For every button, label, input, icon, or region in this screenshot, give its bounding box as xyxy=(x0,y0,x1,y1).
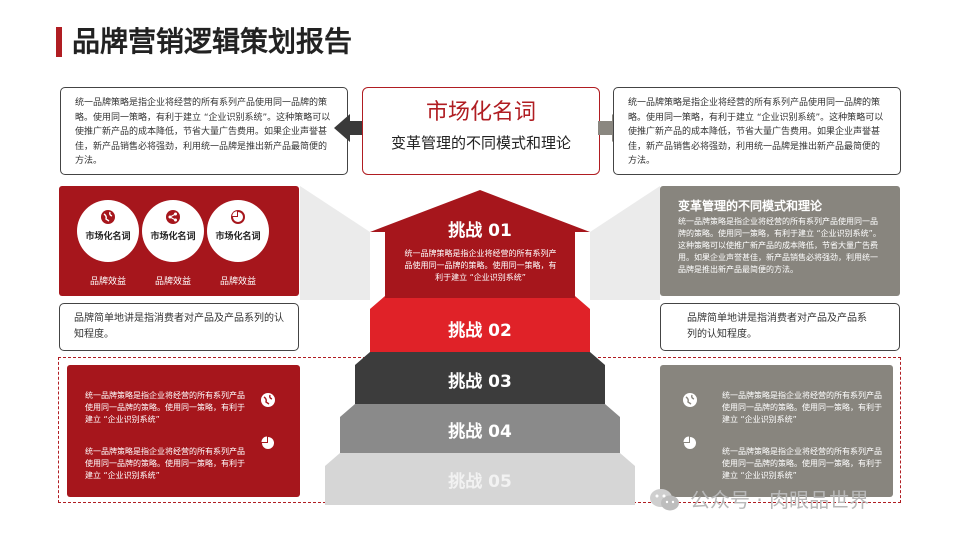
step-04: 挑战 04 xyxy=(340,417,620,442)
circle-item-1: 市场化名词 xyxy=(77,200,139,262)
globe-icon xyxy=(683,393,697,407)
bottom-left-item-2-text: 统一品牌策略是指企业将经营的所有系列产品使用同一品牌的策略。使用同一策略，有利于… xyxy=(85,447,245,480)
step-01-shape xyxy=(370,190,590,298)
watermark-text: 公众号 · 肉眼品世界 xyxy=(690,488,870,512)
wechat-icon xyxy=(650,489,679,511)
globe-icon xyxy=(101,210,115,224)
step-03-shape xyxy=(355,352,605,404)
bottom-right-item-2-text: 统一品牌策略是指企业将经营的所有系列产品使用同一品牌的策略。使用同一策略，有利于… xyxy=(722,447,882,480)
step-01-text: 统一品牌策略是指企业将经营的所有系列产品使用同一品牌的策略。使用同一策略，有利于… xyxy=(404,249,557,282)
mid-right-text: 品牌简单地讲是指消费者对产品及产品系列的认知程度。 xyxy=(687,313,867,340)
circle-item-3: 市场化名词 xyxy=(207,200,269,262)
bottom-left-item-1-text: 统一品牌策略是指企业将经营的所有系列产品使用同一品牌的策略。使用同一策略，有利于… xyxy=(85,391,245,424)
circle-item-3-label: 市场化名词 xyxy=(215,232,261,242)
step-04-label: 挑战 04 xyxy=(448,422,512,442)
circle-item-3-caption: 品牌效益 xyxy=(219,277,256,287)
circle-item-1-caption: 品牌效益 xyxy=(89,277,126,287)
pie-chart-icon xyxy=(231,210,245,224)
circle-item-2-caption: 品牌效益 xyxy=(154,277,191,287)
top-left-textbox: 统一品牌策略是指企业将经营的所有系列产品使用同一品牌的策略。使用同一策略，有利于… xyxy=(60,87,348,175)
top-right-textbox: 统一品牌策略是指企业将经营的所有系列产品使用同一品牌的策略。使用同一策略，有利于… xyxy=(613,87,901,175)
step-04-shape xyxy=(340,404,620,453)
bottom-left-panel: 统一品牌策略是指企业将经营的所有系列产品使用同一品牌的策略。使用同一策略，有利于… xyxy=(67,365,300,497)
top-right-text: 统一品牌策略是指企业将经营的所有系列产品使用同一品牌的策略。使用同一策略，有利于… xyxy=(628,98,884,166)
step-02-shape xyxy=(370,296,590,352)
grey-panel-title: 变革管理的不同模式和理论 xyxy=(678,199,823,213)
step-03-label: 挑战 03 xyxy=(448,372,512,392)
mid-left-textbox: 品牌简单地讲是指消费者对产品及产品系列的认知程度。 xyxy=(59,303,299,351)
grey-info-panel: 变革管理的不同模式和理论 统一品牌策略是指企业将经营的所有系列产品使用同一品牌的… xyxy=(660,186,900,296)
title-accent-bar xyxy=(56,27,62,57)
bottom-right-panel: 统一品牌策略是指企业将经营的所有系列产品使用同一品牌的策略。使用同一策略，有利于… xyxy=(660,365,893,497)
step-05-label: 挑战 05 xyxy=(448,472,512,492)
mid-left-text: 品牌简单地讲是指消费者对产品及产品系列的认知程度。 xyxy=(74,313,284,340)
mid-right-textbox: 品牌简单地讲是指消费者对产品及产品系列的认知程度。 xyxy=(660,303,900,351)
step-01: 挑战 01 xyxy=(385,216,575,241)
step-02: 挑战 02 xyxy=(370,316,590,341)
center-card-subheading: 变革管理的不同模式和理论 xyxy=(390,134,571,152)
share-icon xyxy=(166,210,180,224)
step-02-label: 挑战 02 xyxy=(448,321,512,341)
center-card-heading: 市场化名词 xyxy=(425,100,536,125)
grey-panel-text: 统一品牌策略是指企业将经营的所有系列产品使用同一品牌的策略。使用同一策略，有利于… xyxy=(678,217,881,274)
pie-chart-icon xyxy=(261,436,274,449)
circle-item-2-label: 市场化名词 xyxy=(150,232,196,242)
step-03: 挑战 03 xyxy=(355,367,605,392)
pie-chart-icon xyxy=(683,436,696,449)
step-05: 挑战 05 xyxy=(325,467,635,492)
circle-item-1-label: 市场化名词 xyxy=(85,232,131,242)
step-05-shape xyxy=(325,453,635,505)
top-left-text: 统一品牌策略是指企业将经营的所有系列产品使用同一品牌的策略。使用同一策略，有利于… xyxy=(75,98,331,166)
circle-item-2: 市场化名词 xyxy=(142,200,204,262)
page-title: 品牌营销逻辑策划报告 xyxy=(72,25,353,58)
globe-icon xyxy=(261,393,275,407)
bottom-right-item-1-text: 统一品牌策略是指企业将经营的所有系列产品使用同一品牌的策略。使用同一策略，有利于… xyxy=(722,391,882,424)
step-01-label: 挑战 01 xyxy=(448,221,512,241)
left-arrow-icon xyxy=(334,114,364,142)
